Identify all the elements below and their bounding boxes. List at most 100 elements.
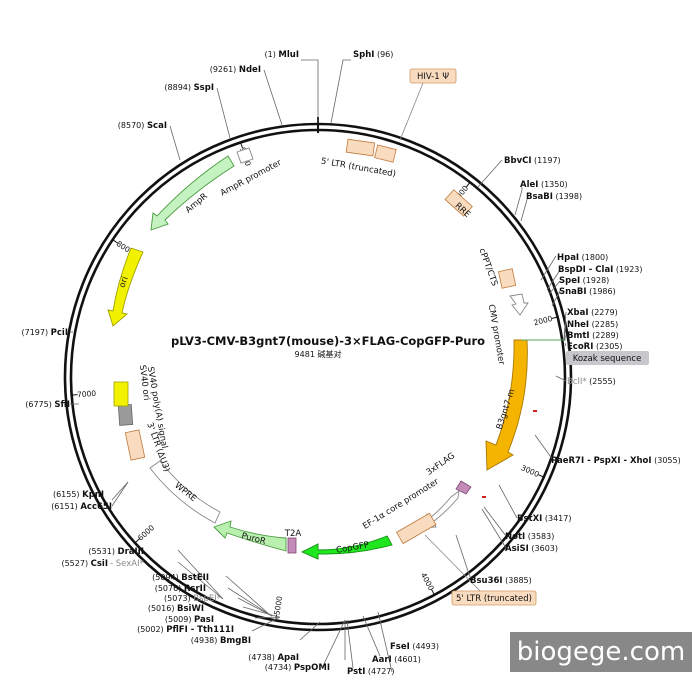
site-name: MluI [278,50,299,60]
site-position: (5076) [155,584,184,593]
site-xbai: XbaI (2279) [567,308,618,318]
site-sspi: (8894) SspI [164,83,214,93]
site-position: (4727) [365,667,394,676]
site-scai: (8570) ScaI [118,121,167,131]
site-bbvci: BbvCI (1197) [504,156,561,166]
site-name: Bsu36I [470,576,503,586]
cmv-arrow [509,293,529,316]
site-paer7i: PaeR7I - PspXI - XhoI (3055) [551,456,681,466]
cmv-label: CMV promoter [486,304,507,367]
site-aari: AarI (4601) [372,655,421,665]
site-hpai: HpaI (1800) [557,253,608,263]
site-sfii: (6775) SfiI [25,400,70,410]
tick-label: 7000 [77,389,97,399]
site-position: (6151) [51,502,80,511]
site-position: (2555) [587,377,616,386]
sv40pa-box [113,381,129,407]
site-draiii: (5531) DraIII [88,547,144,557]
site-sphi: SphI (96) [353,50,393,60]
site-nhei: NheI (2285) [567,320,618,330]
site-bmgbi: (4938) BmgBI [191,636,251,646]
wpre-box [149,460,221,524]
site-position: (4734) [265,663,294,672]
site-name: BsiWI [177,604,204,614]
site-name: XbaI [567,308,589,318]
ltr5b-leader [424,534,481,592]
site-position: (3583) [525,532,554,541]
sv40ori-box [117,404,134,426]
site-position: (2305) [593,342,622,351]
site-position: (5073) [164,594,193,603]
site-position: (8570) [118,121,147,130]
site-labels: (1) MluI SphI (96) BbvCI (1197) AleI (13… [21,50,680,677]
tick-label: 5000 [272,595,284,616]
site-name: BstEII [181,573,209,583]
kozak-label: Kozak sequence [573,354,642,364]
site-name: AsiSI [505,544,529,554]
site-name: PflFI - Tth111I [166,625,234,635]
site-name: NotI [505,532,525,542]
site-pasi: (5009) PasI [165,615,214,625]
site-name: NdeI [239,65,261,75]
tick-mark [538,474,545,478]
site-ecori: EcoRI (2305) [567,342,623,352]
site-sexai: - SexAI* [110,559,144,569]
puror-label: PuroR [240,531,267,547]
tick-mark [431,589,435,596]
tick-label: 3000 [520,463,541,479]
site-name: SfiI [54,400,70,410]
feature-shapes [107,138,566,560]
site-rsrii: (5076) RsrII [155,584,206,594]
sv40ori-label: SV40 ori [137,364,151,401]
site-name: ScaI [147,121,167,131]
site-fsei: FseI (4493) [390,642,439,652]
site-bsu36i: Bsu36I (3885) [470,576,532,586]
site-pcii: (7197) PciI [21,328,68,338]
site-position: (5016) [148,604,177,613]
site-name: BstXI [517,514,542,524]
site-position: (4938) [191,636,220,645]
site-name: PspOMI [294,663,330,673]
ltr5b-tag [451,590,537,606]
site-name: BbvCI [504,156,532,166]
site-noti: NotI (3583) [505,532,554,542]
site-name: AleI [520,180,538,190]
cppt-box [498,268,517,289]
tick-mark [465,181,471,188]
site-position: (5009) [165,615,194,624]
site-name: - SexAI* [110,559,144,569]
b3gnt7-arrow [485,339,528,471]
site-name: AarI [372,655,392,665]
site-name: SphI [353,50,374,60]
site-position: (1923) [613,265,642,274]
site-name: BclI* [567,377,587,387]
site-pspomi: (4734) PspOMI [265,663,330,673]
site-position: (8894) [164,83,193,92]
site-name: NheI [567,320,589,330]
site-acc65i: (6151) Acc65I [51,502,112,512]
site-alei: AleI (1350) [520,180,568,190]
kozak-tag [566,351,649,365]
site-apai: (4738) ApaI [248,653,299,663]
site-position: (1986) [587,287,616,296]
site-position: (1350) [538,180,567,189]
tick-mark [112,239,118,244]
hiv1-psi-label: HIV-1 Ψ [417,72,449,82]
site-position: (2279) [589,308,618,317]
site-position: (3417) [542,514,571,523]
site-position: (5531) [88,547,117,556]
site-position: (1928) [580,276,609,285]
site-psti: PstI (4727) [347,667,395,677]
site-position: (3885) [503,576,532,585]
site-position: (3603) [529,544,558,553]
site-position: (2285) [589,320,618,329]
site-bmti: BmtI (2289) [567,331,619,341]
site-bcli: BclI* (2555) [567,377,616,387]
map-title: pLV3-CMV-B3gnt7(mouse)-3×FLAG-CopGFP-Pur… [171,334,485,348]
ltr5-box-b [374,144,397,163]
puror-arrow [213,520,287,552]
tick-label: 2000 [533,314,554,327]
ori-label: ori [118,275,131,289]
site-name: SspI [194,83,214,93]
ltr5b-label: 5' LTR (truncated) [456,594,532,604]
